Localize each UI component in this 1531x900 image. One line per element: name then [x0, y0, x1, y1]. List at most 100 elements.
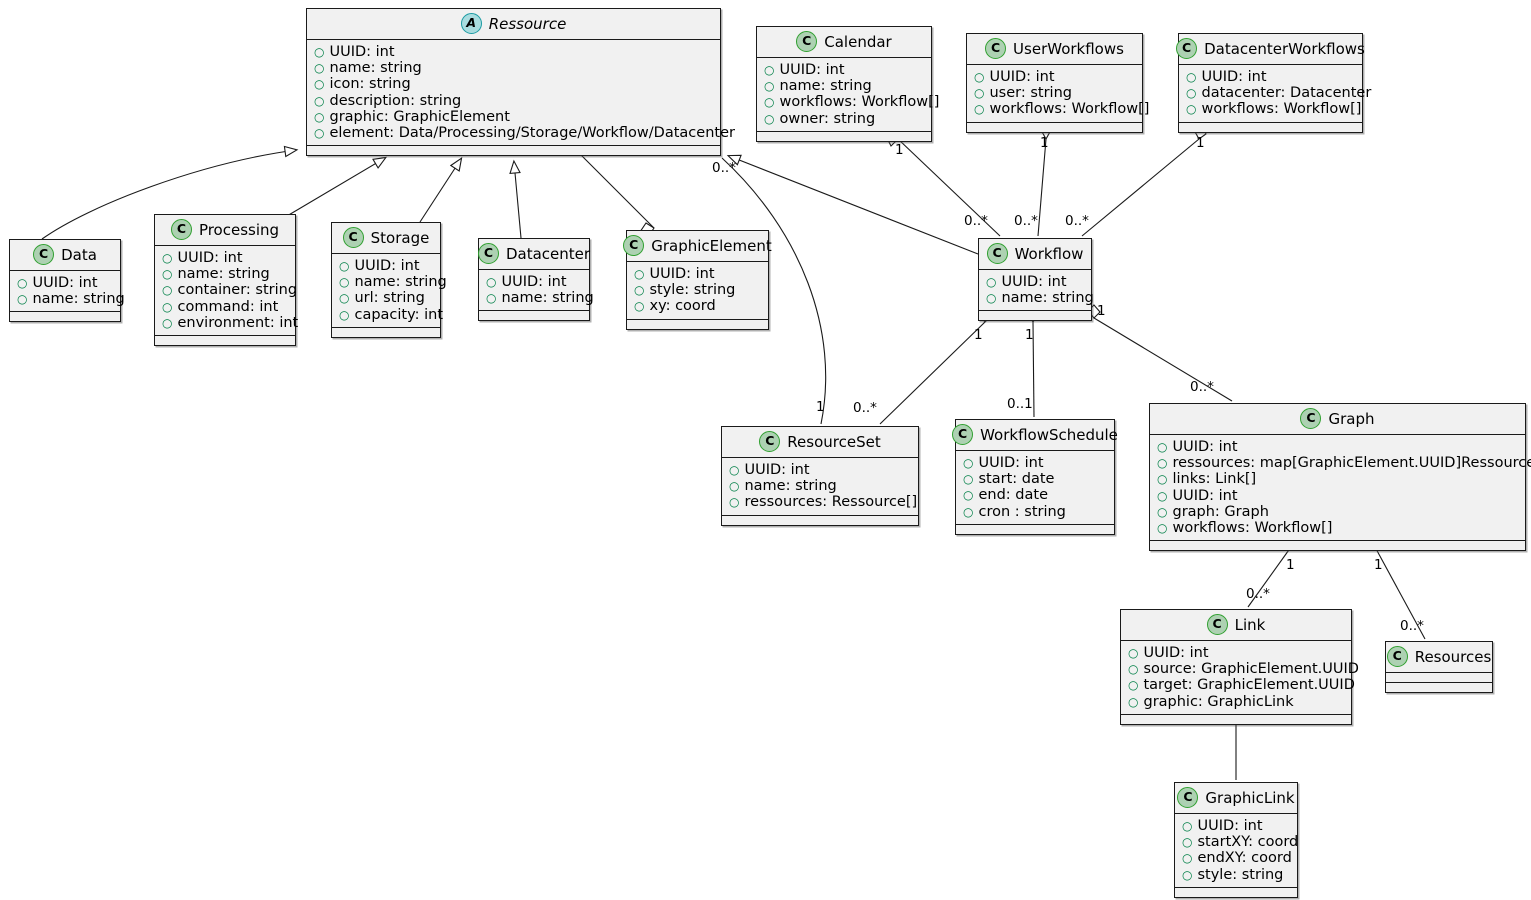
class-attributes-workflowschedule: ○UUID: int○start: date○end: date○cron : … [956, 451, 1114, 525]
attribute-row: ○UUID: int [1157, 488, 1518, 504]
multiplicity-label: 0..* [853, 400, 877, 416]
edge-userworkflows-workflow [1037, 138, 1047, 237]
visibility-public-icon: ○ [162, 299, 173, 314]
attribute-label: name: string [779, 78, 872, 95]
class-methods-compartment [332, 328, 440, 337]
attribute-label: UUID: int [1001, 274, 1067, 290]
visibility-public-icon: ○ [339, 275, 350, 290]
attribute-row: ○name: string [986, 290, 1094, 306]
visibility-public-icon: ○ [314, 93, 325, 108]
class-name-label: Ressource [488, 14, 567, 33]
class-methods-compartment [10, 312, 120, 321]
class-methods-compartment [479, 311, 589, 320]
attribute-row: ○name: string [17, 291, 125, 307]
class-name-label: Datacenter [505, 244, 591, 263]
visibility-public-icon: ○ [1182, 867, 1193, 882]
attribute-row: ○workflows: Workflow[] [1186, 101, 1361, 117]
attribute-label: command: int [177, 298, 279, 315]
edge-processing-ressource [286, 156, 388, 217]
visibility-public-icon: ○ [729, 479, 740, 494]
class-attributes-userworkflows: ○UUID: int○user: string○workflows: Workf… [967, 65, 1149, 123]
multiplicity-label: 1 [895, 142, 904, 158]
class-name-label: GraphicElement [651, 236, 772, 255]
edge-datacenter-ressource [509, 159, 522, 239]
class-methods-compartment [967, 123, 1142, 132]
attribute-label: xy: coord [649, 298, 716, 315]
multiplicity-label: 0..1 [1007, 396, 1033, 412]
visibility-public-icon: ○ [974, 102, 985, 117]
class-icon: C [342, 227, 364, 248]
attribute-label: name: string [354, 274, 447, 291]
attribute-label: UUID: int [32, 275, 98, 291]
attribute-label: cron : string [978, 503, 1066, 520]
multiplicity-label: 0..* [1400, 618, 1424, 634]
attribute-row: ○UUID: int [486, 274, 582, 290]
attribute-label: UUID: int [1197, 818, 1263, 834]
attribute-label: datacenter: Datacenter [1201, 85, 1372, 102]
visibility-public-icon: ○ [1128, 662, 1139, 677]
attribute-row: ○workflows: Workflow[] [1157, 520, 1518, 536]
class-icon: C [33, 244, 55, 265]
attribute-row: ○ name: string [339, 274, 447, 290]
attribute-label: element: Data/Processing/Storage/Workflo… [329, 125, 735, 142]
class-attributes-datacenter: ○UUID: int○name: string [479, 270, 594, 312]
attribute-label: UUID: int [177, 250, 243, 266]
visibility-public-icon: ○ [1186, 86, 1197, 101]
attribute-label: UUID: int [1201, 69, 1267, 85]
attribute-row: ○url: string [339, 290, 433, 306]
class-icon: C [985, 38, 1007, 59]
visibility-public-icon: ○ [314, 45, 325, 59]
class-icon: C [952, 424, 974, 445]
attribute-row: ○style: string [634, 282, 761, 298]
class-methods-compartment [722, 516, 918, 525]
attribute-row: ○icon: string [314, 76, 713, 92]
attribute-label: UUID: int [1143, 645, 1209, 661]
visibility-public-icon: ○ [486, 291, 497, 306]
class-methods-compartment [1150, 541, 1525, 550]
attribute-row: ○cron : string [963, 504, 1107, 520]
attribute-label: UUID: int [1172, 487, 1238, 504]
visibility-public-icon: ○ [1182, 819, 1193, 833]
attribute-label: endXY: coord [1197, 850, 1292, 867]
attribute-label: name: string [329, 60, 422, 77]
attribute-label: UUID: int [649, 266, 715, 282]
attribute-row: ○name: string [162, 266, 288, 282]
visibility-public-icon: ○ [314, 126, 325, 141]
visibility-public-icon: ○ [314, 77, 325, 92]
class-name-label: Calendar [824, 32, 892, 51]
multiplicity-label: 0..* [1190, 379, 1214, 395]
attribute-row: ○capacity: int [339, 307, 443, 323]
visibility-public-icon: ○ [162, 251, 173, 265]
visibility-public-icon: ○ [1157, 504, 1168, 519]
attribute-label: UUID: int [978, 455, 1044, 471]
attribute-label: end: date [978, 487, 1048, 504]
multiplicity-label: 1 [1196, 135, 1205, 151]
attribute-label: description: string [329, 92, 462, 109]
class-name-label: ResourceSet [787, 432, 881, 451]
attribute-row: ○ UUID: int [1128, 645, 1344, 661]
multiplicity-label: 1 [1286, 557, 1295, 573]
attribute-row: ○ UUID: int [1182, 818, 1290, 834]
attribute-label: container: string [177, 282, 298, 299]
visibility-public-icon: ○ [1128, 646, 1139, 660]
attribute-row: ○UUID: int [963, 455, 1107, 471]
